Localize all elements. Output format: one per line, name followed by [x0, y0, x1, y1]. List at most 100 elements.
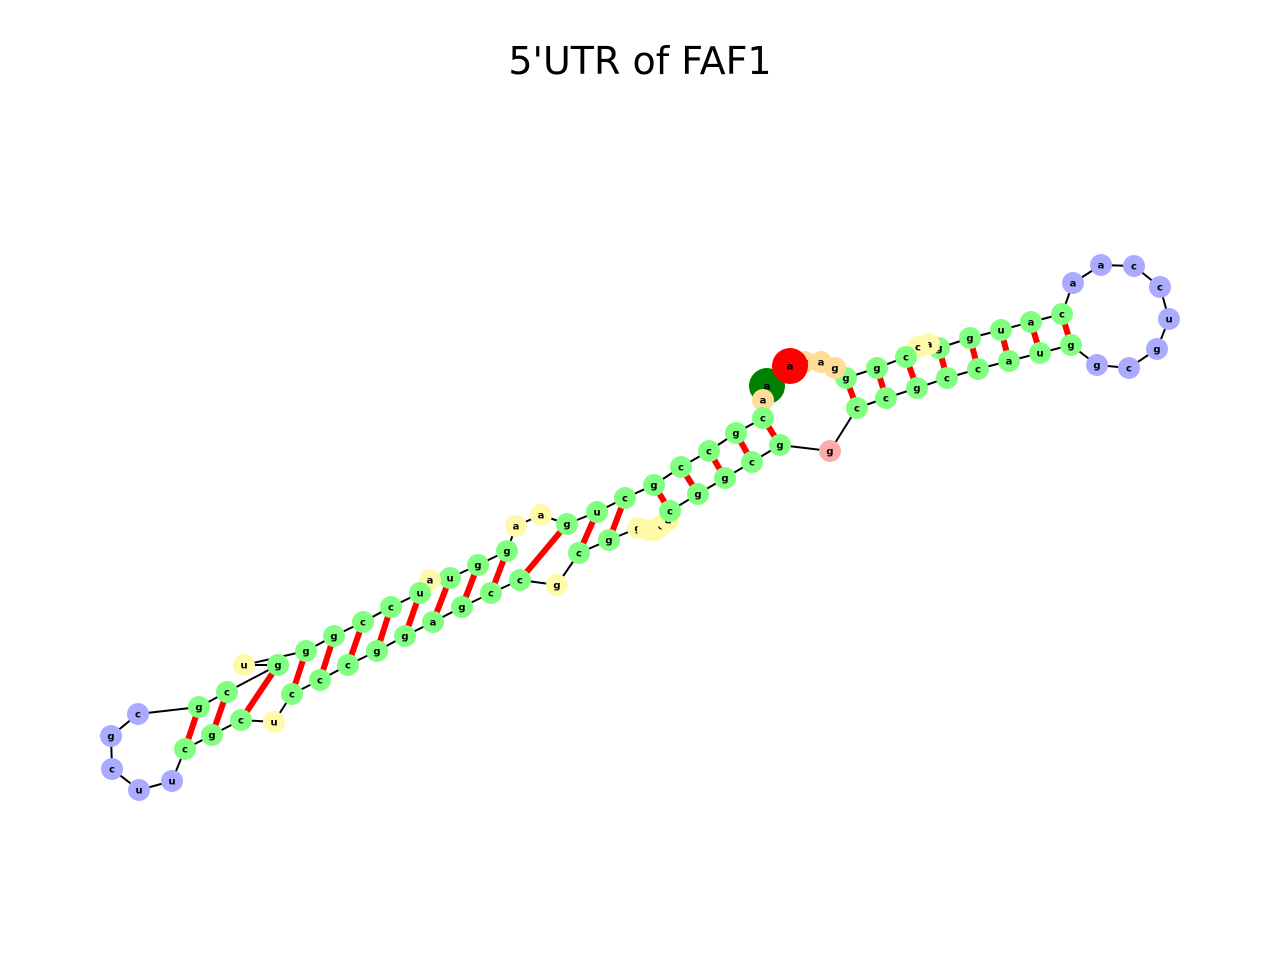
- nucleotide-circle: [810, 351, 832, 373]
- nucleotide-label: g: [553, 581, 560, 592]
- nucleotide-label: g: [966, 334, 973, 345]
- nucleotide-label: c: [238, 716, 244, 727]
- nucleotide-21: g: [295, 640, 317, 662]
- nucleotide-circle: [281, 683, 303, 705]
- nucleotide-circle: [875, 387, 897, 409]
- nucleotide-circle: [394, 625, 416, 647]
- nucleotide-34: u: [263, 711, 285, 733]
- nucleotide-circle: [1029, 342, 1051, 364]
- nucleotide-label: a: [760, 396, 767, 407]
- nucleotide-circle: [866, 357, 888, 379]
- nucleotide-circle: [614, 487, 636, 509]
- nucleotide-label: c: [1059, 310, 1065, 321]
- nucleotide-23: g: [267, 654, 289, 676]
- nucleotide-14: g: [467, 554, 489, 576]
- nucleotide-label: g: [274, 661, 281, 672]
- nucleotide-63: a: [998, 350, 1020, 372]
- nucleotide-circle: [1020, 311, 1042, 333]
- nucleotide-label: c: [135, 710, 141, 721]
- nucleotide-28: c: [101, 758, 123, 780]
- nucleotide-circle: [1158, 308, 1180, 330]
- nucleotide-25: g: [188, 696, 210, 718]
- nucleotide-circle: [895, 346, 917, 368]
- nucleotide-circle: [451, 596, 473, 618]
- nucleotide-circle: [1086, 354, 1108, 376]
- nucleotide-4: g: [725, 422, 747, 444]
- nucleotide-circle: [546, 574, 568, 596]
- nucleotide-54: g: [714, 467, 736, 489]
- nucleotide-circle: [201, 724, 223, 746]
- nucleotide-24: c: [216, 681, 238, 703]
- nucleotide-circle: [230, 709, 252, 731]
- nucleotide-73: a: [1062, 272, 1084, 294]
- nucleotide-label: c: [1131, 262, 1137, 273]
- nucleotide-label: g: [694, 490, 701, 501]
- nucleotide-circle: [323, 625, 345, 647]
- nucleotide-label: g: [650, 481, 657, 492]
- nucleotide-46: g: [598, 529, 620, 551]
- nucleotide-58: c: [846, 397, 868, 419]
- nucleotide-label: g: [826, 447, 833, 458]
- nucleotide-circle: [846, 397, 868, 419]
- nucleotide-label: a: [1098, 261, 1105, 272]
- nucleotide-circle: [772, 348, 808, 384]
- nucleotide-label: u: [1036, 349, 1043, 360]
- nucleotide-59: c: [875, 387, 897, 409]
- nucleotide-circle: [725, 422, 747, 444]
- nucleotide-label: c: [915, 343, 921, 354]
- nucleotide-43: c: [509, 569, 531, 591]
- nucleotide-label: c: [345, 661, 351, 672]
- nucleotide-label: a: [513, 522, 520, 533]
- nucleotide-circle: [509, 569, 531, 591]
- nucleotide-35: c: [281, 683, 303, 705]
- nucleotide-circle: [530, 504, 552, 526]
- nucleotide-circle: [267, 654, 289, 676]
- nucleotide-87: a: [772, 348, 808, 384]
- nucleotide-70: c: [1149, 276, 1171, 298]
- nucleotide-label: g: [1093, 361, 1100, 372]
- nucleotide-22: u: [233, 654, 255, 676]
- nucleotide-circle: [568, 542, 590, 564]
- nucleotide-label: g: [474, 561, 481, 572]
- nucleotide-label: c: [360, 618, 366, 629]
- nucleotide-circle: [752, 389, 774, 411]
- nucleotide-label: g: [721, 474, 728, 485]
- nucleotide-circle: [698, 440, 720, 462]
- nucleotide-circle: [409, 582, 431, 604]
- nucleotide-52: c: [659, 500, 681, 522]
- nucleotide-20: g: [323, 625, 345, 647]
- nucleotide-circle: [161, 770, 183, 792]
- nucleotide-label: c: [317, 676, 323, 687]
- nucleotide-circle: [174, 738, 196, 760]
- nucleotide-label: g: [873, 364, 880, 375]
- nucleotide-circle: [1062, 272, 1084, 294]
- nucleotide-circle: [643, 474, 665, 496]
- nucleotide-label: g: [373, 647, 380, 658]
- nucleotide-circle: [967, 358, 989, 380]
- nucleotide-3: c: [752, 407, 774, 429]
- nucleotide-label: c: [488, 589, 494, 600]
- nucleotide-label: c: [883, 394, 889, 405]
- nucleotide-circle: [906, 377, 928, 399]
- nucleotide-circle: [496, 540, 518, 562]
- nucleotide-29: u: [128, 779, 150, 801]
- nucleotide-label: a: [427, 576, 434, 587]
- nucleotide-circle: [380, 596, 402, 618]
- nucleotide-38: g: [366, 640, 388, 662]
- nucleotide-label: c: [182, 745, 188, 756]
- nucleotide-circle: [188, 696, 210, 718]
- nucleotide-circle: [1051, 303, 1073, 325]
- nucleotide-6: c: [670, 456, 692, 478]
- nucleotide-65: g: [1060, 334, 1082, 356]
- nucleotide-label: a: [818, 358, 825, 369]
- nucleotide-circle: [998, 350, 1020, 372]
- nucleotide-68: g: [1146, 338, 1168, 360]
- nucleotide-44: g: [546, 574, 568, 596]
- nucleotide-label: g: [776, 441, 783, 452]
- nucleotide-76: u: [990, 319, 1012, 341]
- nucleotide-label: c: [944, 374, 950, 385]
- nucleotide-label: c: [1126, 364, 1132, 375]
- nucleotide-label: u: [446, 574, 453, 585]
- nucleotide-circle: [128, 779, 150, 801]
- nucleotide-circle: [936, 367, 958, 389]
